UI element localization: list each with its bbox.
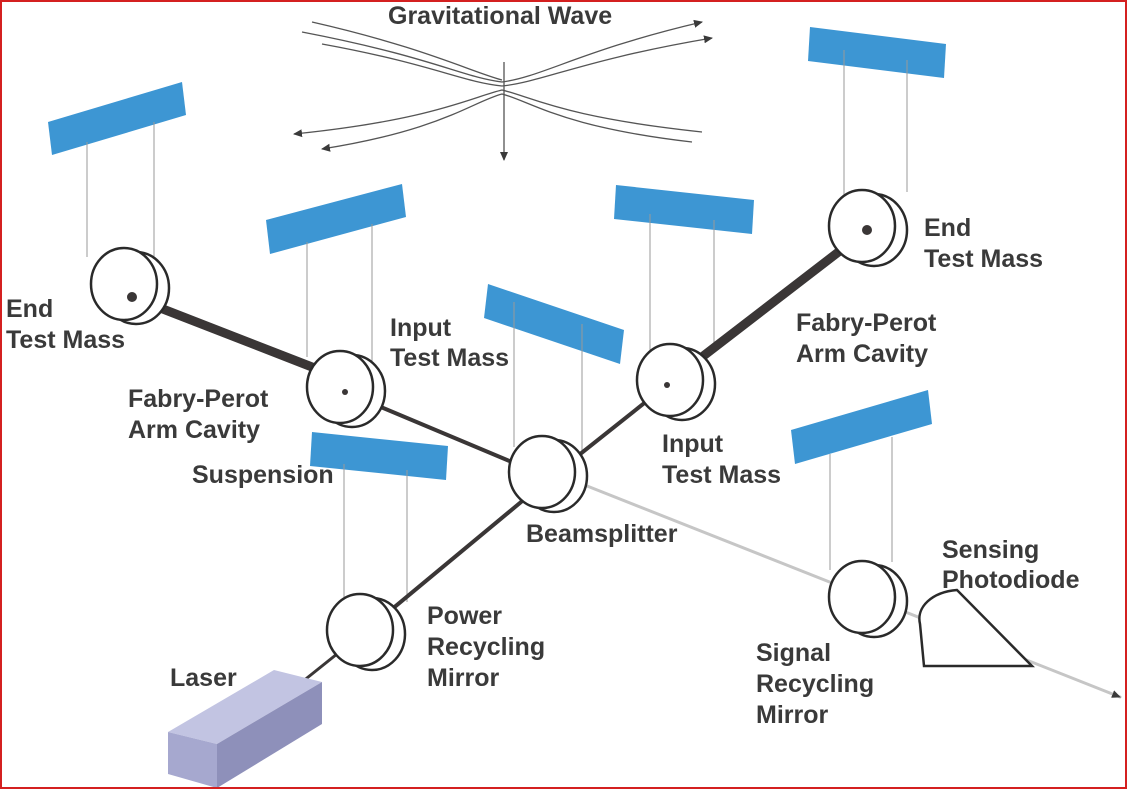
fabry-perot-right-label: Fabry-Perot Arm Cavity	[796, 309, 943, 368]
optics	[89, 188, 909, 672]
signal-recycling-mirror-optic	[827, 559, 909, 639]
input-test-mass-right-label: Input Test Mass	[662, 430, 781, 489]
suspension-plates	[48, 27, 946, 480]
suspension-plate-signal-recycling	[791, 390, 932, 464]
suspension-plate-end-left	[48, 82, 186, 155]
sensing-photodiode-label: Sensing Photodiode	[942, 536, 1080, 594]
end-test-mass-right-label: End Test Mass	[924, 214, 1043, 273]
signal-recycling-mirror-label: Signal Recycling Mirror	[756, 639, 881, 729]
end-test-mass-left-label: End Test Mass	[6, 295, 125, 354]
beamsplitter-optic	[507, 434, 589, 514]
suspension-plate-input-left	[266, 184, 406, 254]
laser-box	[168, 670, 322, 787]
input-test-mass-left-optic	[305, 349, 387, 429]
end-test-mass-right-optic	[827, 188, 909, 268]
input-test-mass-left-label: Input Test Mass	[390, 314, 509, 372]
suspension-plate-end-right	[808, 27, 946, 78]
input-test-mass-right-optic	[635, 342, 717, 422]
gravitational-wave-label: Gravitational Wave	[388, 2, 612, 30]
suspension-label: Suspension	[192, 461, 334, 489]
gravitational-wave-pattern	[293, 19, 713, 161]
sensing-photodiode-icon	[918, 588, 1035, 668]
laser-label: Laser	[170, 664, 237, 692]
suspension-plate-input-right	[614, 185, 754, 234]
end-test-mass-left-optic	[89, 246, 171, 326]
beamsplitter-label: Beamsplitter	[526, 520, 678, 548]
power-recycling-mirror-optic	[325, 592, 407, 672]
beam-spots	[127, 225, 872, 395]
suspension-plate-beamsplitter	[484, 284, 624, 364]
power-recycling-mirror-label: Power Recycling Mirror	[427, 602, 552, 692]
fabry-perot-left-label: Fabry-Perot Arm Cavity	[128, 385, 275, 444]
suspension-wires	[86, 50, 908, 602]
